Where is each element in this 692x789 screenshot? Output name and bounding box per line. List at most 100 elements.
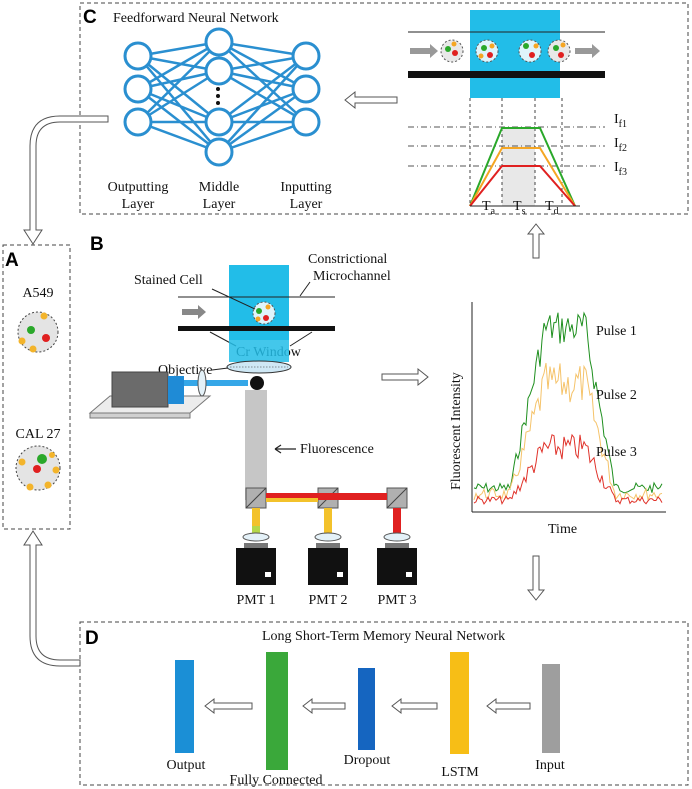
left-hollow-arrow-icon: [344, 90, 398, 110]
time-label-s: Ts: [513, 199, 526, 217]
orange-beam: [266, 498, 318, 502]
stained-cell-pointer: [211, 288, 256, 310]
network-node-icon: [204, 56, 234, 86]
network-edge: [137, 40, 220, 91]
network-edge: [218, 40, 307, 91]
pmt2-lens: [314, 532, 342, 542]
fully-connected-block-label: Fully Connected: [230, 773, 323, 788]
network-node-icon: [291, 74, 321, 104]
lstm-block-label: LSTM: [441, 765, 479, 780]
output-block-label: Output: [167, 758, 206, 773]
pmt3-label: PMT 3: [377, 593, 416, 608]
laser-lens: [197, 369, 207, 397]
objective-cone: [229, 340, 289, 362]
pulse-2-trace: [473, 362, 663, 502]
laser-beam: [184, 380, 248, 386]
network-node-icon: [204, 137, 234, 167]
outputting-layer-label-2: Layer: [122, 197, 155, 212]
network-node-icon: [291, 41, 321, 71]
right-hollow-arrow-icon: [381, 367, 429, 387]
microchannel-pointer: [299, 281, 311, 297]
network-edge: [137, 55, 220, 153]
panel-a: A A549 CAL 27: [2, 244, 71, 530]
plot-ylabel: Fluorescent Intensity: [449, 372, 464, 490]
red-beam-pmt3: [393, 508, 401, 538]
pmt1-lens: [242, 532, 270, 542]
split-beam-yellow: [252, 508, 260, 526]
panel-c-frame: [79, 2, 689, 215]
network-node-icon: [204, 27, 234, 57]
constrictional-label: Constrictional: [308, 252, 387, 267]
panel-d-frame: [79, 621, 689, 786]
panel-b-letter: B: [90, 234, 104, 255]
up-hollow-arrow-icon: [526, 223, 546, 259]
network-node-icon: [123, 41, 153, 71]
beam-splitter-3-diagonal: [386, 487, 408, 509]
pulse-3-label: Pulse 3: [596, 445, 637, 460]
arrow-to-output-icon: [204, 697, 253, 715]
middle-layer-label-2: Layer: [203, 197, 236, 212]
input-block-label: Input: [535, 758, 565, 773]
input-block: [542, 664, 560, 753]
cell-type-cal27-label: CAL 27: [16, 427, 61, 442]
beam-splitter-1-diagonal: [245, 487, 267, 509]
fully-connected-block: [266, 652, 288, 770]
flow-out-arrow-icon: [575, 44, 600, 58]
network-edge: [137, 55, 220, 123]
inputting-layer-label-2: Layer: [290, 197, 323, 212]
network-nodes: [123, 27, 321, 167]
arrow-to-lstm-icon: [486, 697, 531, 715]
stained-cell-label: Stained Cell: [134, 273, 203, 288]
network-edge: [218, 54, 307, 73]
cr-window-pointer-right: [289, 331, 313, 347]
microchannel-label: Microchannel: [313, 269, 391, 284]
flow-in-arrow-icon: [410, 44, 438, 58]
pmt3-detector: [377, 543, 417, 585]
middle-layer-label-1: Middle: [199, 180, 239, 195]
panel-d: D Long Short-Term Memory Neural Network …: [79, 621, 689, 788]
fluorescence-pointer-icon: [274, 444, 296, 454]
laser-head: [168, 376, 184, 404]
outputting-layer-label-1: Outputting: [108, 180, 169, 195]
network-edge: [137, 69, 220, 124]
curved-down-arrow-icon: [23, 115, 109, 245]
network-edge: [218, 87, 307, 154]
a549-cell-icon: [17, 311, 59, 353]
plot-xlabel: Time: [548, 522, 577, 537]
pulse-1-label: Pulse 1: [596, 324, 637, 339]
laser-body: [111, 371, 169, 408]
middle-ellipsis: [216, 87, 220, 105]
time-label-a: Ta: [482, 199, 496, 217]
intensity-label-f2: If2: [614, 136, 627, 154]
network-edge: [218, 69, 307, 91]
objective-lens: [226, 360, 292, 374]
network-edge: [218, 55, 307, 123]
time-label-d: Td: [545, 199, 559, 217]
lstm-block: [450, 652, 469, 754]
network-edge: [137, 41, 220, 123]
pmt2-label: PMT 2: [308, 593, 347, 608]
panel-c: C Feedforward Neural Network Outputting …: [79, 2, 689, 217]
dropout-block: [358, 668, 375, 750]
down-hollow-arrow-icon: [526, 555, 546, 601]
channel-illustration: [408, 10, 605, 98]
fluorescence-column: [245, 390, 267, 500]
cal27-cell-icon: [15, 445, 61, 491]
network-edge: [137, 88, 220, 153]
intensity-plot: Fluorescent Intensity Time Pulse 1 Pulse…: [449, 302, 666, 537]
green-beam: [252, 526, 260, 538]
cell-2: [475, 39, 499, 63]
panel-d-letter: D: [85, 628, 99, 649]
network-edge: [218, 69, 307, 124]
arrow-to-dropout-icon: [391, 697, 438, 715]
panel-c-title: Feedforward Neural Network: [113, 11, 279, 26]
laser-base-front: [89, 412, 191, 419]
panel-d-title: Long Short-Term Memory Neural Network: [262, 629, 505, 644]
network-node-icon: [123, 107, 153, 137]
cell-1: [440, 39, 464, 63]
cell-4: [547, 39, 571, 63]
microchannel-bottom-wall: [178, 326, 335, 331]
network-node-icon: [123, 74, 153, 104]
pmt3-lens: [383, 532, 411, 542]
panel-c-letter: C: [83, 7, 97, 28]
